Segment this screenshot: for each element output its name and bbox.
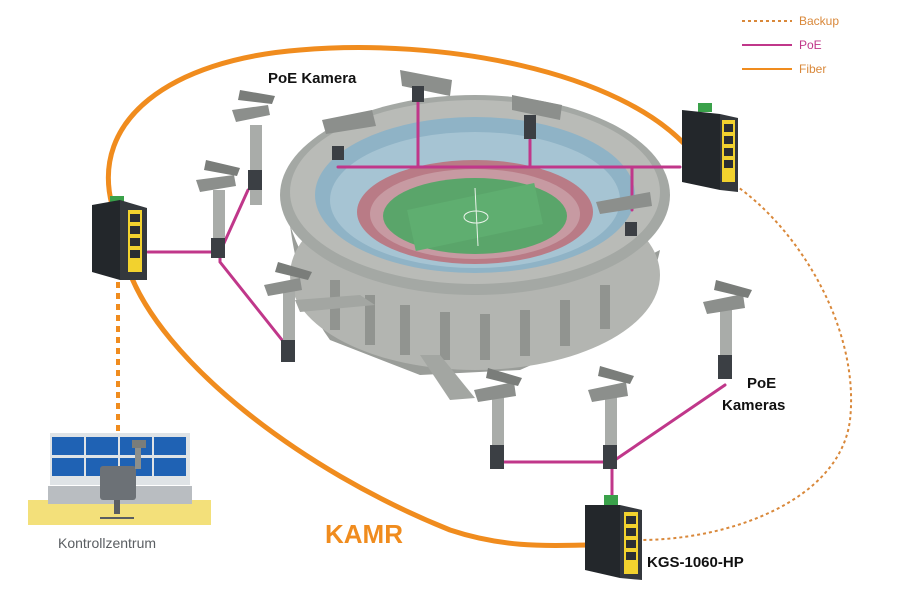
switch-model-label: KGS-1060-HP [647,554,744,571]
backup-links [116,184,853,541]
camera-icon [196,160,240,258]
camera-icon [512,95,562,139]
poe-kameras-label-line1: PoE [747,375,776,392]
camera-icon [264,262,312,362]
poe-kamera-label: PoE Kamera [268,70,357,87]
poe-kameras-label-line2: Kameras [722,397,785,414]
legend-fiber-label: Fiber [799,62,826,76]
kamr-label: KAMR [325,519,403,549]
camera-icon [596,192,652,236]
fiber-ring [105,45,693,549]
camera-icon [322,110,376,160]
legend: Backup PoE Fiber [742,14,839,76]
poe-cameras [196,70,752,469]
switch-left [92,196,147,280]
legend-backup-label: Backup [799,14,839,28]
control-center-label: Kontrollzentrum [58,535,156,551]
camera-icon [588,366,634,469]
switch-right [682,103,738,192]
legend-poe-label: PoE [799,38,822,52]
camera-icon [232,90,275,205]
camera-icon [703,280,752,379]
backup-link-ring [639,184,853,541]
camera-icon [400,70,452,102]
switch-kgs-1060-hp [585,495,642,580]
stadium [280,95,670,400]
camera-icon [474,368,522,469]
control-center [28,433,211,525]
fiber-link-top [105,45,693,208]
fiber-link-bottom [125,265,593,549]
